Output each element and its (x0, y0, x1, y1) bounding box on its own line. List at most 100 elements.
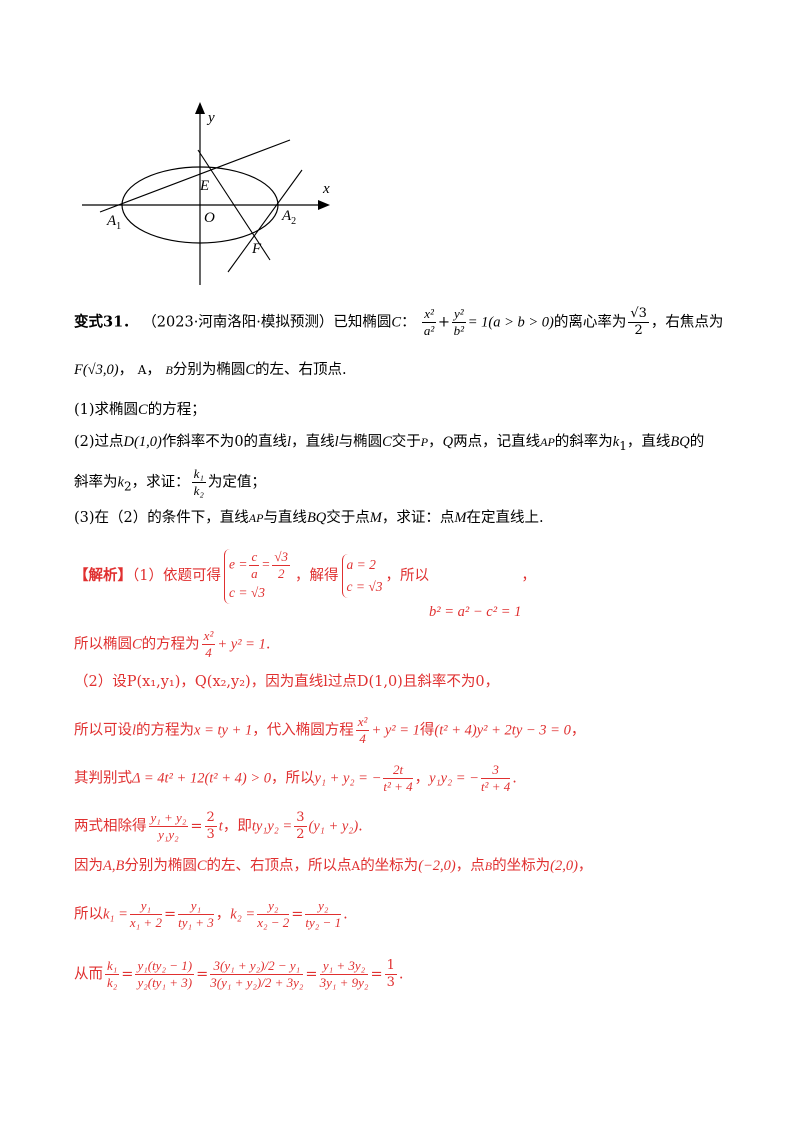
q2-c: 的直线 (243, 434, 288, 450)
line-A2-F (227, 169, 303, 273)
q1-C: C (138, 402, 148, 418)
q2-k1: k (612, 434, 620, 450)
s4-l: l (132, 722, 137, 739)
point-label-A1: A1 (106, 213, 121, 232)
s8-c: . (343, 906, 348, 923)
ellipse-C: C (391, 314, 402, 331)
q2-k: 的 (689, 434, 705, 450)
s4-g: ， (570, 722, 586, 739)
s3: （2）设P(x₁,y₁)，Q(x₂,y₂)，因为直线l过点D(1,0)且斜率不为… (74, 674, 500, 690)
s8-b: ， (215, 906, 231, 923)
s9-frac2: y₁(ty₂ − 1)y₂(ty₁ + 3) (135, 958, 195, 990)
s1-a: （1）依题可得 (132, 568, 221, 584)
s7-Bc: (2,0) (550, 858, 578, 874)
s8-k1: k₁ = (103, 906, 128, 923)
q2-k1-sub: 1 (619, 438, 627, 453)
s9-eq4: = (370, 966, 383, 983)
solution-line-3: （2）设P(x₁,y₁)，Q(x₂,y₂)，因为直线l过点D(1,0)且斜率不为… (74, 672, 734, 692)
x-axis-arrow (318, 200, 330, 210)
s7-Ac: (−2,0) (418, 858, 456, 874)
s8-a: 所以 (74, 906, 103, 923)
s6-a: 两式相除得 (74, 818, 147, 835)
sep: ， (118, 362, 134, 378)
q2-a: (2)过点 (74, 434, 124, 450)
s7-A: A (351, 859, 361, 873)
q1-end: 的方程； (147, 402, 206, 418)
ellipse-figure: x y E O F A1 A2 (82, 102, 330, 285)
s5-d: y₁ + y₂ = − (314, 770, 382, 787)
q3-a: (3)在（2）的条件下，直线 (74, 510, 249, 526)
focus-text: ，右焦点为 (650, 314, 724, 331)
q3-b: 与直线 (263, 510, 307, 526)
s4-a: 所以可设 (74, 722, 132, 739)
s5-f: y₁y₂ = − (429, 770, 479, 787)
q2-l2-c: 为定值； (207, 474, 266, 491)
q2-l2-b: ，求证： (131, 474, 190, 491)
q2-l: l (287, 434, 292, 450)
s7-e: ，点 (455, 858, 485, 874)
ecc-text: 的离心率为 (553, 314, 627, 331)
line2-text: 分别为椭圆 (172, 362, 246, 378)
q2-f: 交于 (391, 434, 421, 450)
s7-C: C (196, 858, 207, 874)
problem-line-2: F(√3,0)， A， B分别为椭圆C的左、右顶点. (74, 360, 734, 380)
q2-P: P (420, 435, 429, 449)
s9-eq1: = (121, 966, 134, 983)
s2-b: 的方程为 (141, 636, 200, 653)
solution-tag: 【解析】 (74, 567, 132, 584)
s9-eq2: = (196, 966, 209, 983)
s2-c: + y² = 1 (217, 636, 266, 653)
s7-d: 的坐标为 (360, 858, 419, 874)
s6-e: . (358, 818, 363, 835)
s2-d: . (265, 636, 271, 653)
point-label-F: F (251, 241, 262, 257)
question-1: (1)求椭圆C的方程； (74, 400, 734, 420)
q2-i: 的斜率为 (554, 434, 613, 450)
s5-a: 其判别式 (74, 770, 132, 787)
s1-d: b² = a² − c² = 1 (429, 604, 522, 620)
s5-g: . (512, 770, 517, 787)
q3-c: 交于点 (326, 510, 370, 526)
s4-eq: x = ty + 1 (194, 722, 253, 739)
ellipse-curve (121, 166, 279, 244)
s2-a: 所以椭圆 (74, 636, 132, 653)
q2-b: 作斜率不为 (161, 434, 235, 450)
line-A1-E (99, 139, 291, 213)
q1-text: (1)求椭圆 (74, 402, 139, 418)
q2-BQ: BQ (670, 434, 690, 450)
s2-C: C (132, 636, 142, 653)
s7-AB: A,B (103, 858, 125, 874)
q2-d: ，直线 (291, 434, 335, 450)
s4-c: ，代入椭圆方程 (252, 722, 354, 739)
q2-l2: l (334, 434, 339, 450)
s7-a: 因为 (74, 858, 103, 874)
focus-F: F(√3,0) (74, 362, 119, 378)
s8-eq2: = (291, 906, 304, 923)
line-E-F (197, 149, 271, 261)
problem-heading: 变式31． (74, 313, 138, 331)
s8-eq1: = (163, 906, 177, 923)
